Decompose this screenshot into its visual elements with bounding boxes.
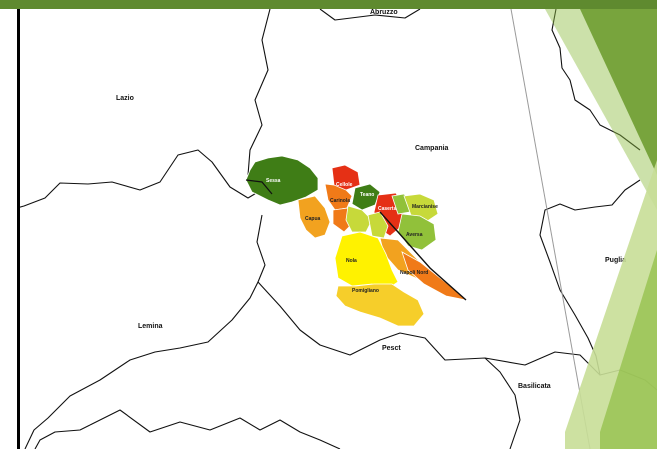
municipality-label-1: Sessa: [266, 178, 281, 184]
municipality-label-4: Teano: [360, 192, 374, 198]
triangle-mid: [545, 9, 657, 210]
region-label-basilicata: Basilicata: [518, 383, 551, 390]
triangle-dark: [580, 9, 657, 175]
choropleth-municipalities: [245, 155, 468, 327]
region-label-campania: Campania: [415, 145, 449, 152]
region-label-abruzzo: Abruzzo: [370, 9, 398, 16]
municipality-label-8: Aversa: [406, 232, 423, 238]
municipality-label-6: Caserta: [378, 206, 397, 212]
region-label-lazio: Lazio: [116, 95, 134, 102]
region-label-pesct: Pesct: [382, 345, 401, 352]
region-labels: Lazio Campania Abruzzo Puglia Lemina Pes…: [116, 9, 626, 390]
municipality-label-10: Nola: [346, 258, 357, 264]
map-svg: Lazio Campania Abruzzo Puglia Lemina Pes…: [17, 9, 657, 449]
municipality-label-2: Cellole: [336, 182, 353, 188]
municipality-label-3: Carinola: [330, 198, 350, 204]
municipality-label-5: Capua: [305, 216, 321, 222]
slide-top-bar: [0, 0, 657, 9]
map-frame: Lazio Campania Abruzzo Puglia Lemina Pes…: [17, 9, 657, 449]
region-label-puglia: Puglia: [605, 257, 626, 264]
left-border-rule: [17, 9, 20, 449]
triangle-accent: [600, 250, 657, 449]
region-label-lemina: Lemina: [138, 323, 163, 330]
municipality-label-9: Napoli Nord: [400, 270, 428, 276]
municipality-labels: Sessa Cellole Carinola Teano Capua Caser…: [266, 178, 438, 294]
municipality-label-11: Pomigliano: [352, 288, 379, 294]
municipality-label-7: Marcianise: [412, 204, 438, 210]
